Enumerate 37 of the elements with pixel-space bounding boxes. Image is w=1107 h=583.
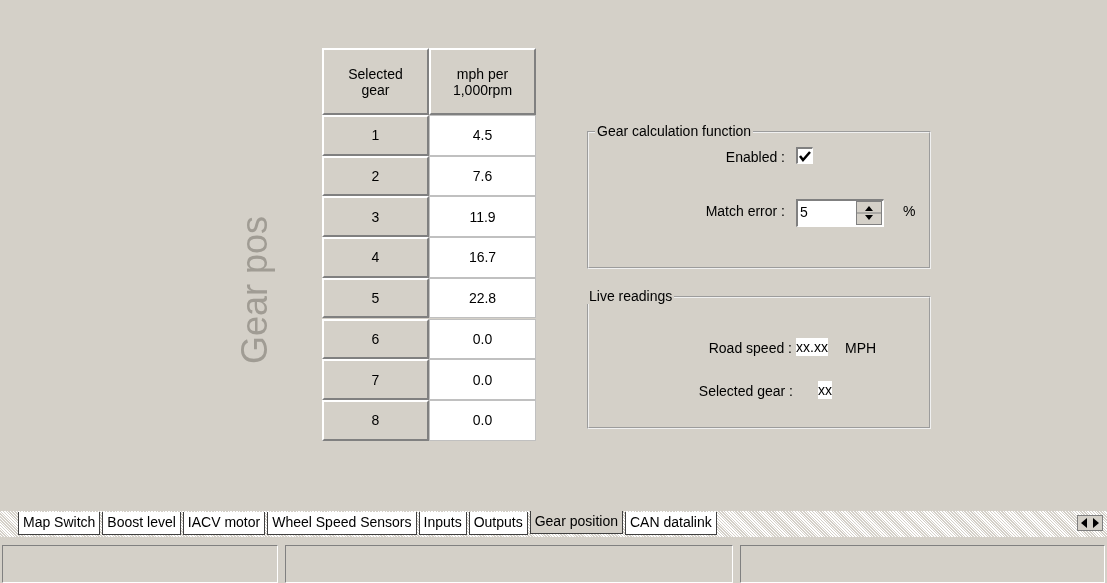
table-cell: 0.0 xyxy=(429,399,536,441)
table-cell: 16.7 xyxy=(429,237,536,278)
table-cell: 0.0 xyxy=(429,359,536,400)
row-header-cell: 8 xyxy=(322,399,429,441)
field-label: Match error : xyxy=(704,203,785,219)
field-label: Enabled : xyxy=(724,149,785,165)
tab: IACV motor xyxy=(182,512,266,535)
table-cell: 22.8 xyxy=(429,277,536,319)
tab: Boost level xyxy=(102,512,181,535)
row-header-cell: 2 xyxy=(322,155,429,197)
field-label: Road speed : xyxy=(707,340,792,356)
tab: Map Switch xyxy=(18,512,101,535)
field-label: Selected gear : xyxy=(697,383,793,399)
table-header-cell: Selected gear xyxy=(322,48,429,115)
tab: CAN datalink xyxy=(624,512,717,535)
tab: Wheel Speed Sensors xyxy=(267,512,417,535)
readout-value: xx xyxy=(818,381,832,399)
row-header-cell: 7 xyxy=(322,359,429,400)
unit-label: % xyxy=(903,203,916,219)
table-cell: 11.9 xyxy=(429,196,536,238)
table-cell: 7.6 xyxy=(429,155,536,197)
unit-label: MPH xyxy=(845,340,877,356)
row-header-cell: 1 xyxy=(322,115,429,156)
table-header-cell: mph per 1,000rpm xyxy=(429,48,536,115)
row-header-cell: 3 xyxy=(322,196,429,238)
field-value: 5 xyxy=(800,204,808,220)
row-header-cell: 4 xyxy=(322,237,429,278)
tab: Outputs xyxy=(468,512,528,535)
readout-value: xx.xx xyxy=(796,338,828,356)
group-title: Gear calculation function xyxy=(595,123,754,139)
row-header-cell: 6 xyxy=(322,318,429,360)
tab: Gear position xyxy=(529,511,623,534)
row-header-cell: 5 xyxy=(322,277,429,319)
table-cell: 0.0 xyxy=(429,318,536,360)
table-cell: 4.5 xyxy=(429,115,536,156)
group-title: Live readings xyxy=(587,288,675,304)
tab: Inputs xyxy=(418,512,467,535)
